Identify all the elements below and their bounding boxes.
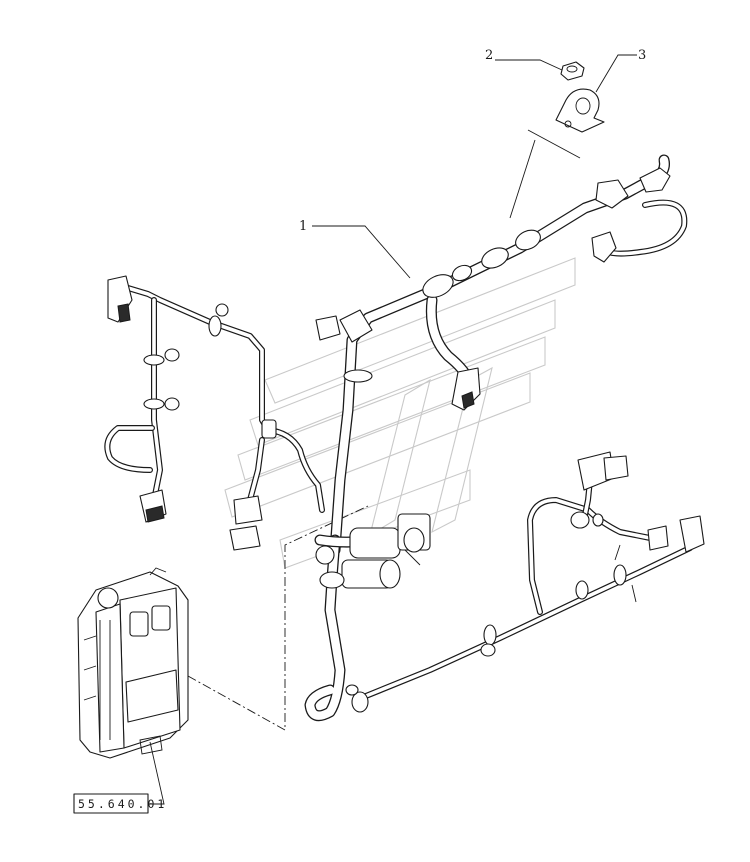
callout-item-2: 2 <box>485 48 493 63</box>
upper-connector-block <box>595 179 629 209</box>
watermark-logo <box>224 257 576 569</box>
left-sensor-plug <box>315 315 341 341</box>
reference-code: 55.640.01 <box>78 797 167 811</box>
callout-item-1: 1 <box>299 219 307 234</box>
reference-box: 55.640.01 <box>73 793 167 814</box>
upper-right-connector <box>591 231 617 263</box>
ecu-connection-line <box>187 505 369 731</box>
nut-item-2 <box>560 61 585 81</box>
callout-item-3: 3 <box>638 48 646 63</box>
central-junction-block <box>314 513 431 589</box>
ecu-module <box>77 567 189 759</box>
upper-right-branch <box>591 167 688 263</box>
lower-right-harness <box>345 451 705 713</box>
small-parts-2-3 <box>509 61 605 219</box>
lower-right-end-connector <box>679 515 705 553</box>
left-bottom-connector <box>229 525 261 551</box>
clip-item-3 <box>555 88 605 133</box>
hose-sleeves <box>315 229 541 411</box>
left-harness <box>104 275 325 551</box>
